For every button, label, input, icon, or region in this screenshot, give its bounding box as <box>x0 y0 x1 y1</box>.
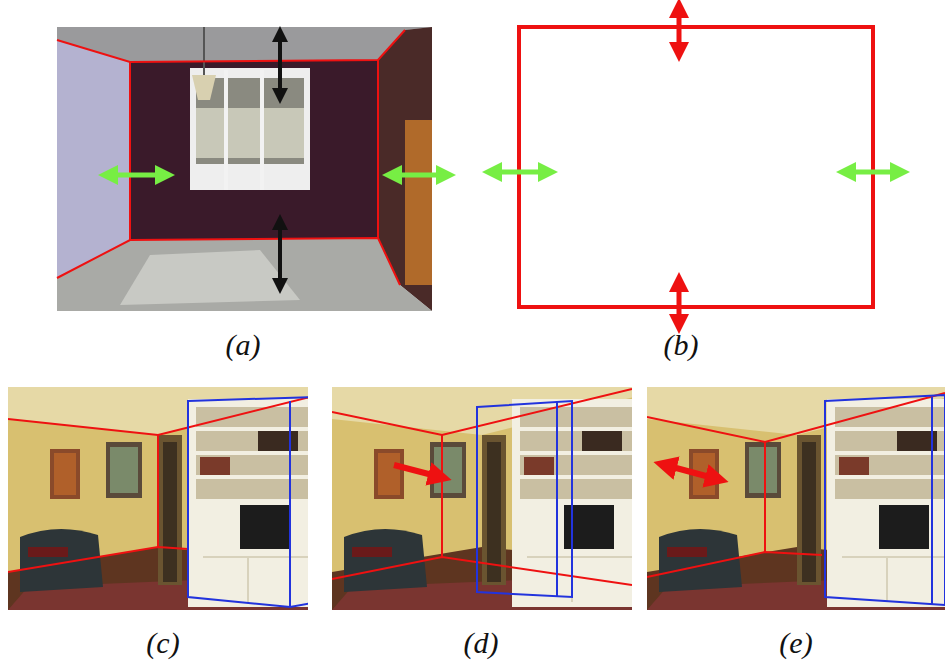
panel-label: (a) <box>226 330 261 360</box>
panel-label: (e) <box>779 628 812 658</box>
photo-d <box>332 387 642 610</box>
panel-label: (c) <box>146 628 179 658</box>
photo-e <box>647 387 945 610</box>
panel-label: (b) <box>664 330 699 360</box>
layout-box-b <box>492 8 900 324</box>
photo-a <box>57 27 446 311</box>
photo-c <box>8 387 318 610</box>
panel-label: (d) <box>464 628 499 658</box>
